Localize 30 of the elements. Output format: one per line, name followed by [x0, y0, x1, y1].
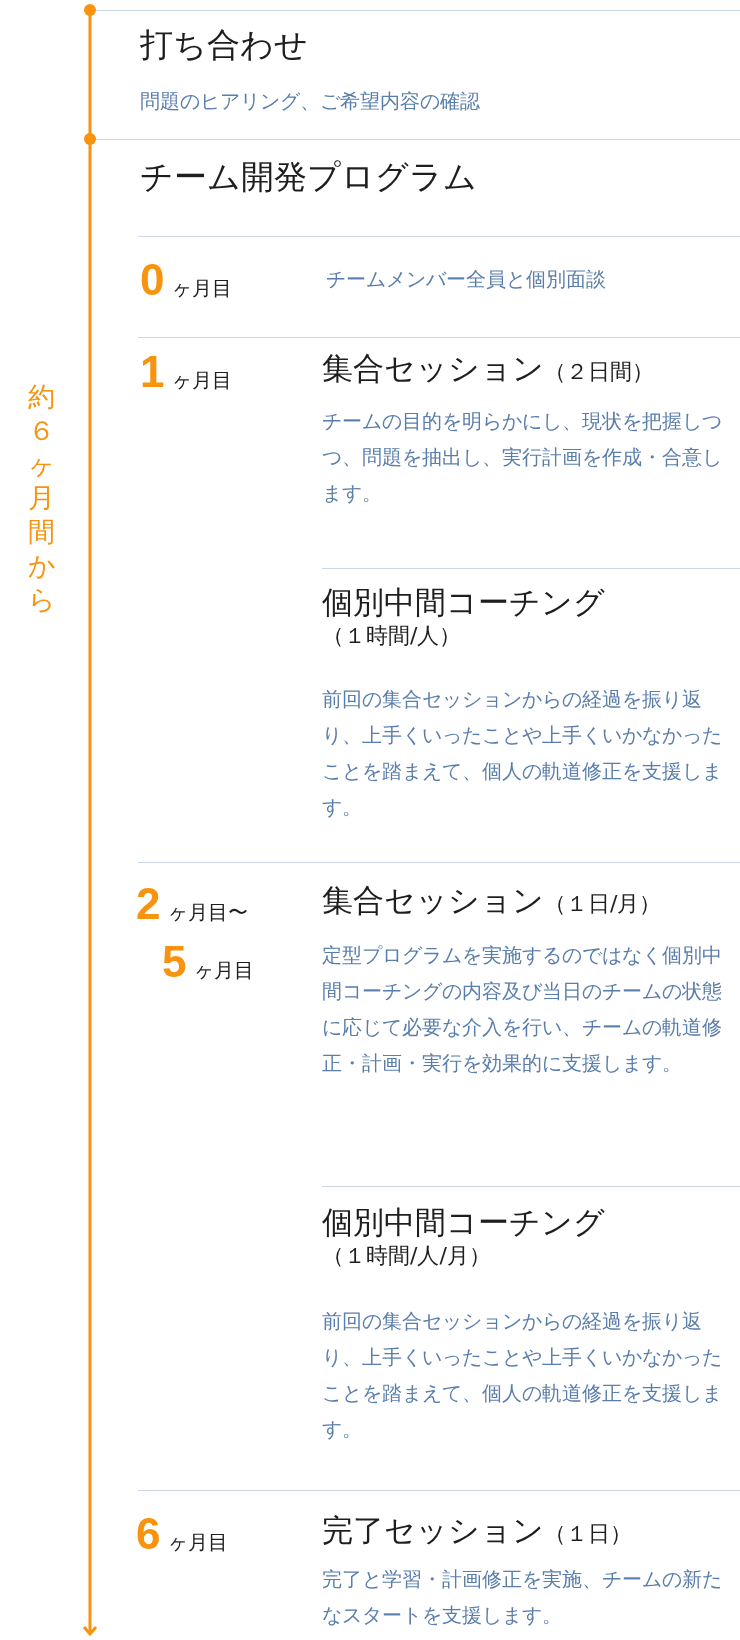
subheading: （１時間/人/月） — [322, 1242, 491, 1271]
month-number: 6 — [136, 1512, 161, 1556]
heading: 集合セッション — [322, 881, 544, 920]
description-text: 問題のヒアリング、ご希望内容の確認 — [140, 89, 480, 115]
heading: 個別中間コーチング — [322, 583, 605, 622]
period-label: 約６ヶ月間から — [28, 380, 55, 617]
month-unit: ヶ月目 — [168, 1532, 229, 1552]
month-unit: ヶ月目 — [172, 370, 233, 390]
subheading: （１時間/人） — [322, 622, 462, 651]
month-unit: ヶ月目 — [194, 960, 255, 980]
description-text: 完了と学習・計画修正を実施、チームの新たなスタートを支援します。 — [322, 1567, 722, 1629]
duration-note: （１日） — [544, 1520, 632, 1548]
heading: 完了セッション — [322, 1511, 544, 1550]
month-number: 1 — [140, 350, 165, 394]
month-number: 5 — [162, 940, 187, 984]
heading: チーム開発プログラム — [140, 156, 477, 198]
description-text: 前回の集合セッションからの経過を振り返り、上手くいったことや上手くいかなかったことを踏まえて、個人の軌道修正を支援します。 — [322, 687, 722, 821]
month-number: 2 — [136, 882, 161, 926]
heading: 個別中間コーチング — [322, 1203, 605, 1242]
month-number: 0 — [140, 258, 165, 302]
description-text: 定型プログラムを実施するのではなく個別中間コーチングの内容及び当日のチームの状態に応じて必要な介入を行い、チームの軌道修正・計画・実行を効果的に支援します。 — [322, 943, 722, 1077]
month-unit: ヶ月目〜 — [168, 902, 249, 922]
description-text: チームメンバー全員と個別面談 — [326, 267, 606, 293]
duration-note: （２日間） — [544, 358, 654, 386]
duration-note: （１日/月） — [544, 890, 662, 918]
heading: 打ち合わせ — [140, 24, 308, 66]
heading: 集合セッション — [322, 349, 544, 388]
description-text: 前回の集合セッションからの経過を振り返り、上手くいったことや上手くいかなかったことを踏まえて、個人の軌道修正を支援します。 — [322, 1309, 722, 1443]
description-text: チームの目的を明らかにし、現状を把握しつつ、問題を抽出し、実行計画を作成・合意します。 — [322, 409, 722, 507]
month-unit: ヶ月目 — [172, 278, 233, 298]
